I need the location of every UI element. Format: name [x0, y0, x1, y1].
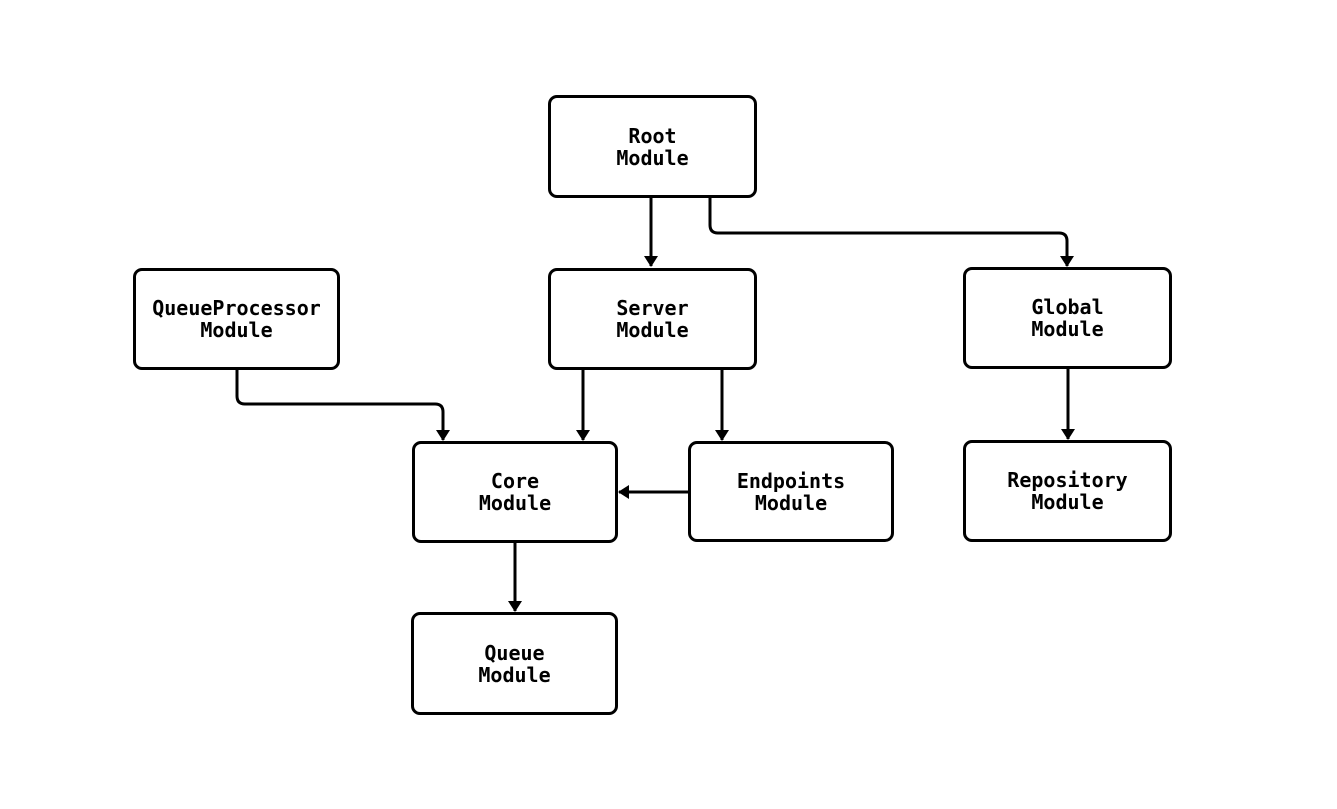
node-label: Module — [1031, 490, 1104, 514]
node-label: Core — [490, 469, 540, 493]
node-label: Module — [616, 145, 689, 170]
node-label: QueueProcessor — [152, 296, 321, 320]
node-label: Global — [1031, 295, 1104, 319]
edge-queueprocessor-to-core — [235, 370, 450, 441]
node-label: Server — [616, 296, 689, 320]
node-label: Root — [628, 123, 677, 148]
node-global-module: Global Module — [963, 267, 1172, 369]
node-label: Module — [200, 318, 273, 342]
node-label: Module — [478, 491, 552, 515]
node-label: Module — [616, 318, 689, 342]
node-repository-module: Repository Module — [963, 440, 1172, 542]
node-label: Endpoints — [736, 468, 846, 493]
node-queueprocessor-module: QueueProcessor Module — [133, 268, 340, 370]
node-queue-module: Queue Module — [411, 612, 618, 715]
edge-root-to-global — [708, 197, 1074, 267]
node-endpoints-module: Endpoints Module — [688, 441, 894, 542]
node-label: Queue — [484, 640, 545, 665]
node-core-module: Core Module — [412, 441, 618, 543]
node-label: Module — [1031, 317, 1104, 341]
node-root-module: Root Module — [548, 95, 757, 198]
node-server-module: Server Module — [548, 268, 757, 370]
node-label: Module — [478, 662, 551, 687]
node-label: Module — [754, 490, 828, 515]
node-label: Repository — [1007, 468, 1128, 492]
